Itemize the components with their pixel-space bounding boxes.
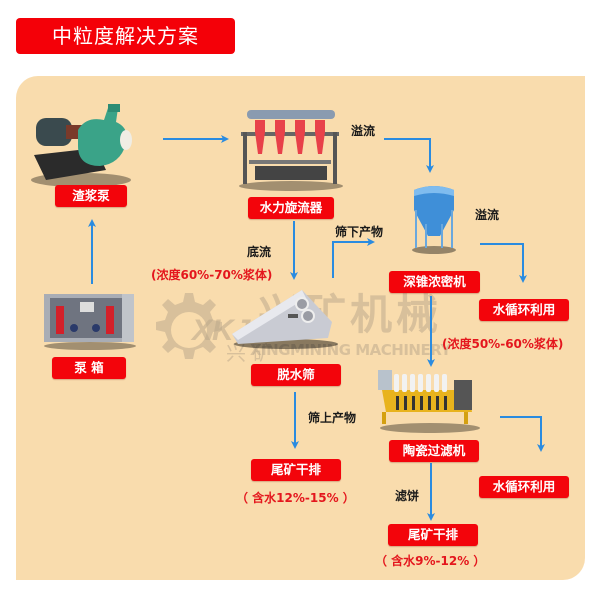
water-recycle-label-2: 水循环利用 [479,476,569,498]
tailings-dry-label-1: 尾矿干排 [251,459,341,481]
ceramic-filter-label: 陶瓷过滤机 [389,440,479,462]
thickener-image [412,186,456,254]
cyclone-overflow-text: 溢流 [351,124,376,138]
pump-box-image [44,294,136,350]
dewatering-screen-label: 脱水筛 [251,364,341,386]
underflow-concentration-note: (浓度60%-70%浆体) [151,268,273,282]
arrow-cyclone-overflow [384,138,434,173]
filter-cake-text: 滤饼 [395,489,420,503]
page-title: 中粒度解决方案 [16,18,235,54]
thickener-concentration-note: (浓度50%-60%浆体) [442,337,564,351]
water-recycle-label-1: 水循环利用 [479,299,569,321]
slurry-pump-image [31,104,132,187]
thickener-overflow-text: 溢流 [475,208,500,222]
ceramic-filter-image [378,370,480,433]
deep-cone-thickener-label: 深锥浓密机 [389,271,480,293]
arrow-filter-water [500,416,545,452]
oversize-text: 筛上产物 [308,411,357,425]
moisture-note-2: （ 含水9%-12% ） [375,554,486,568]
slurry-pump-label: 渣浆泵 [55,185,127,207]
pump-box-label: 泵 箱 [52,357,126,379]
arrow-thickener-overflow [480,243,527,283]
hydrocyclone-label: 水力旋流器 [248,197,334,219]
arrow-undersize [332,238,375,278]
dewatering-screen-image [232,290,338,349]
moisture-note-1: （ 含水12%-15% ） [236,491,355,505]
hydrocyclone-image [239,110,343,191]
undersize-text: 筛下产物 [335,225,384,239]
underflow-text: 底流 [247,245,272,259]
tailings-dry-label-2: 尾矿干排 [388,524,478,546]
